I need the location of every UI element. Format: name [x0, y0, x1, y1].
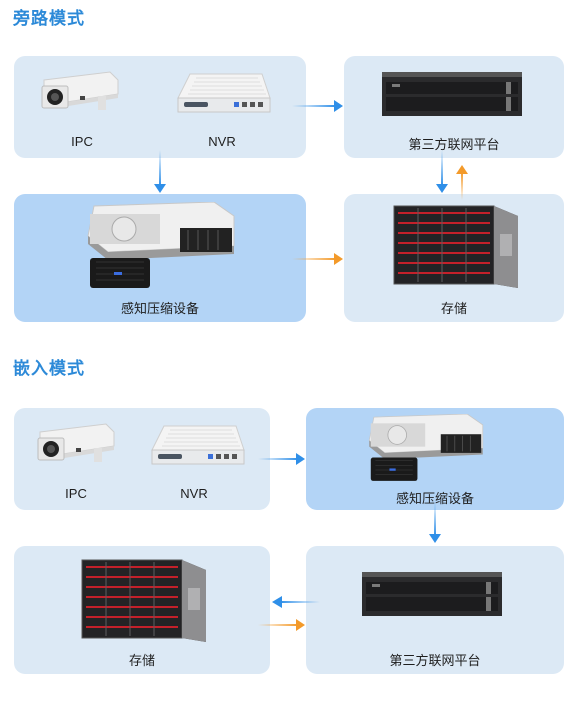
- panel-ipc-nvr-embedded: IPC NVR: [14, 408, 270, 510]
- arrow-storage-to-platform: [258, 619, 305, 631]
- panel-storage-embedded: 存储: [14, 546, 270, 674]
- ipc-label: IPC: [71, 134, 93, 149]
- arrow-platform-to-storage: [272, 596, 320, 608]
- panel-platform-bypass: 第三方联网平台: [344, 56, 564, 158]
- storage-label: 存储: [440, 301, 468, 316]
- arrow-compressor-to-platform: [429, 502, 441, 543]
- compressor-label: 感知压缩设备: [395, 491, 475, 506]
- arrow-nvr-to-platform: [292, 100, 343, 112]
- panel-platform-embedded: 第三方联网平台: [306, 546, 564, 674]
- platform-label: 第三方联网平台: [389, 653, 481, 668]
- arrow-compressor-to-storage: [292, 253, 343, 265]
- platform-label: 第三方联网平台: [408, 137, 500, 152]
- storage-label: 存储: [128, 653, 156, 668]
- section-title-embedded: 嵌入模式: [13, 359, 85, 378]
- arrow-platform-to-storage: [436, 150, 448, 193]
- nvr-label: NVR: [180, 486, 208, 501]
- arrow-nvr-to-compressor: [258, 453, 305, 465]
- arrow-ipc-to-compressor: [154, 150, 166, 193]
- panel-compressor-embedded: 感知压缩设备: [306, 408, 564, 510]
- panel-ipc-nvr-bypass: IPC NVR: [14, 56, 306, 158]
- ipc-label: IPC: [65, 486, 87, 501]
- section-title-bypass: 旁路模式: [13, 9, 85, 28]
- nvr-label: NVR: [208, 134, 236, 149]
- arrow-storage-to-platform: [456, 165, 468, 200]
- panel-compressor-bypass: 感知压缩设备: [14, 194, 306, 322]
- compressor-label: 感知压缩设备: [120, 301, 200, 316]
- panel-storage-bypass: 存储: [344, 194, 564, 322]
